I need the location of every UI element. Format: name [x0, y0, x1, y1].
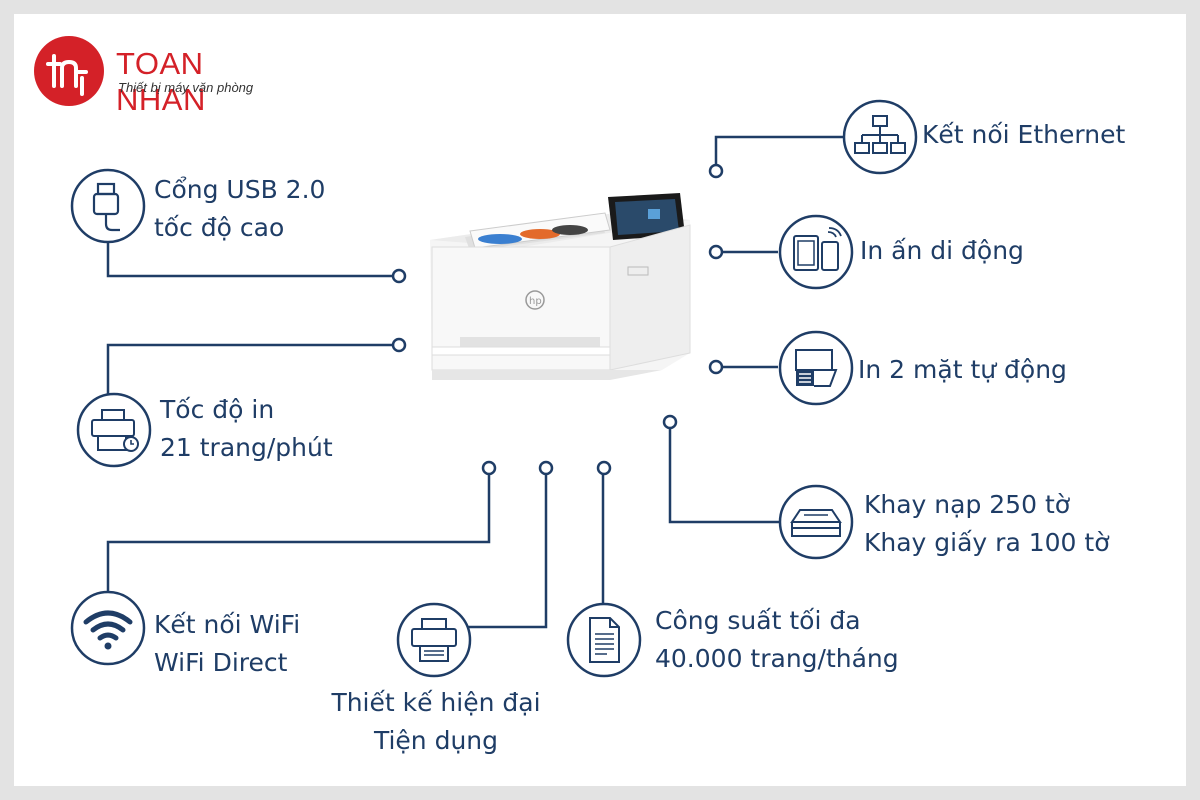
duty-label-line2: 40.000 trang/tháng — [655, 644, 899, 673]
logo-slogan: Thiết bị máy văn phòng — [118, 80, 254, 95]
tray-label-line2: Khay giấy ra 100 tờ — [864, 528, 1110, 557]
design-feature-icon — [396, 602, 472, 678]
duty-feature-icon — [566, 602, 642, 678]
anchor-dot-ethernet — [708, 163, 724, 179]
mobile-feature-label: In ấn di động — [860, 232, 1024, 270]
connector-wifi — [106, 469, 491, 592]
logo: TOAN NHAN Thiết bị máy văn phòng — [32, 34, 292, 117]
speed-feature-label: Tốc độ in 21 trang/phút — [160, 391, 333, 467]
anchor-dot-mobile — [708, 244, 724, 260]
svg-text:hp: hp — [529, 296, 542, 307]
duty-feature-label: Công suất tối đa 40.000 trang/tháng — [655, 602, 899, 678]
logo-brand: TOAN NHAN — [116, 46, 206, 117]
wifi-icon — [70, 590, 146, 666]
tray-feature-label: Khay nạp 250 tờ Khay giấy ra 100 tờ — [864, 486, 1109, 562]
document-icon — [566, 602, 642, 678]
duplex-print-icon — [778, 330, 854, 406]
printer-icon — [396, 602, 472, 678]
duplex-feature-label: In 2 mặt tự động — [858, 351, 1067, 389]
anchor-dot-tray — [662, 414, 678, 430]
network-icon — [842, 99, 918, 175]
design-feature-label: Thiết kế hiện đại Tiện dụng — [314, 684, 558, 760]
usb-feature-label: Cổng USB 2.0 tốc độ cao — [154, 171, 325, 247]
wifi-label-line2: WiFi Direct — [154, 648, 288, 677]
ethernet-feature-icon — [842, 99, 918, 175]
wifi-feature-icon — [70, 590, 146, 666]
mobile-devices-icon — [778, 214, 854, 290]
duplex-label-line1: In 2 mặt tự động — [858, 355, 1067, 384]
printer-image: hp — [430, 193, 691, 380]
connector-tray — [668, 425, 780, 524]
wifi-feature-label: Kết nối WiFi WiFi Direct — [154, 606, 300, 682]
usb-feature-icon — [70, 168, 146, 244]
connector-usb — [106, 243, 396, 278]
usb-label-line1: Cổng USB 2.0 — [154, 175, 326, 204]
anchor-dot-design — [538, 460, 554, 476]
ethernet-label-line1: Kết nối Ethernet — [922, 120, 1126, 149]
anchor-dot-duty — [596, 460, 612, 476]
wifi-label-line1: Kết nối WiFi — [154, 610, 301, 639]
duplex-feature-icon — [778, 330, 854, 406]
connector-design — [450, 469, 548, 629]
tray-label-line1: Khay nạp 250 tờ — [864, 490, 1071, 519]
usb-icon — [70, 168, 146, 244]
design-label-line2: Tiện dụng — [373, 726, 499, 755]
design-label-line1: Thiết kế hiện đại — [331, 688, 541, 717]
speed-label-line2: 21 trang/phút — [160, 433, 333, 462]
paper-tray-icon — [778, 484, 854, 560]
speed-feature-icon — [76, 392, 152, 468]
mobile-feature-icon — [778, 214, 854, 290]
connector-ethernet — [714, 135, 845, 169]
anchor-dot-usb — [391, 268, 407, 284]
tray-feature-icon — [778, 484, 854, 560]
speed-label-line1: Tốc độ in — [160, 395, 275, 424]
anchor-dot-speed — [391, 337, 407, 353]
ethernet-feature-label: Kết nối Ethernet — [922, 116, 1125, 154]
anchor-dot-wifi — [481, 460, 497, 476]
connector-speed — [106, 343, 396, 398]
usb-label-line2: tốc độ cao — [154, 213, 285, 242]
duty-label-line1: Công suất tối đa — [655, 606, 861, 635]
logo-mark-icon — [34, 36, 104, 106]
printer-clock-icon — [76, 392, 152, 468]
mobile-label-line1: In ấn di động — [860, 236, 1024, 265]
anchor-dot-duplex — [708, 359, 724, 375]
